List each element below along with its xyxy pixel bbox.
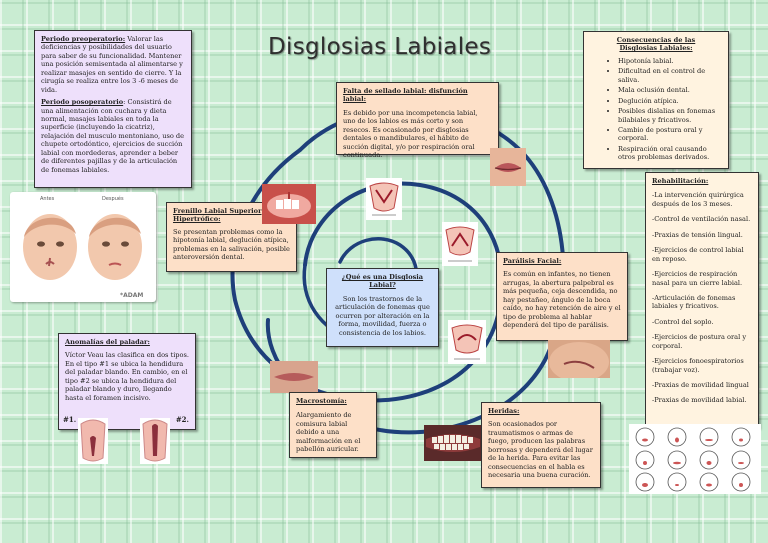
rehab-item: -Ejercicios de postura oral y corporal. bbox=[652, 333, 747, 350]
consecuencia-item: Respiración oral causando otros problema… bbox=[618, 145, 722, 162]
facial-paralysis-image bbox=[548, 340, 610, 378]
baby-before-after-image: Antes Después *ADAM bbox=[10, 192, 156, 302]
teeth-wound-image bbox=[424, 425, 482, 461]
rehab-item: -Praxias de movilidad lingual bbox=[652, 381, 749, 389]
postop-heading: Periodo posoperatorio bbox=[41, 98, 124, 107]
consecuencias-list: Hipotonía labial. Dificultad en el contr… bbox=[590, 57, 722, 162]
paralisis-text: Es común en infantes, no tienen arrugas,… bbox=[503, 270, 621, 330]
lips-image bbox=[490, 148, 526, 186]
rehab-item: -La intervención quirúrgica después de l… bbox=[652, 191, 744, 208]
preop-heading: Periodo preoperatorio: bbox=[41, 35, 126, 43]
macrostomia-heading: Macrostomía: bbox=[296, 397, 347, 405]
rehabilitacion-heading: Rehabilitación: bbox=[652, 177, 709, 185]
postop-paragraph: Periodo posoperatorio: Consistirá de una… bbox=[41, 98, 185, 174]
que-es-box: ¿Qué es una Disglosia Labial? Son los tr… bbox=[326, 268, 439, 347]
que-es-text: Son los trastornos de la articulación de… bbox=[335, 294, 430, 337]
postop-text: : Consistirá de una alimentación con cuc… bbox=[41, 98, 185, 174]
baby-face-before bbox=[23, 214, 77, 280]
macrostomia-image bbox=[270, 361, 318, 393]
palate-type-1-label: #1. bbox=[63, 415, 77, 425]
preop-paragraph: Periodo preoperatorio: Valorar las defic… bbox=[41, 35, 185, 94]
paralisis-heading: Parálisis Facial: bbox=[503, 257, 562, 265]
rehab-item: -Control del soplo. bbox=[652, 317, 714, 326]
que-es-heading: ¿Qué es una Disglosia Labial? bbox=[341, 273, 424, 290]
consecuencia-item: Posibles dislalias en fonemas bilabiales… bbox=[618, 107, 722, 124]
consecuencia-item: Hipotonía labial. bbox=[618, 57, 722, 65]
page-title: Disglosias Labiales bbox=[268, 34, 492, 60]
heridas-text: Son ocasionados por traumatismos o armas… bbox=[488, 420, 593, 480]
palate-type-2-label: #2. bbox=[175, 415, 189, 425]
frenillo-mouth-image bbox=[262, 184, 316, 224]
preop-postop-box: Periodo preoperatorio: Valorar las defic… bbox=[34, 30, 192, 188]
falta-heading: Falta de sellado labial: disfunción labi… bbox=[343, 87, 468, 104]
adam-logo: *ADAM bbox=[120, 292, 144, 299]
rehabilitacion-box: Rehabilitación: -La intervención quirúrg… bbox=[645, 172, 759, 428]
macrostomia-box: Macrostomía: Alargamiento de comisura la… bbox=[289, 392, 377, 458]
cleft-diagram-2 bbox=[442, 222, 478, 266]
after-label: Después bbox=[102, 196, 124, 202]
exercise-faces-image bbox=[629, 424, 761, 494]
frenillo-text: Se presentan problemas como la hipotonía… bbox=[173, 227, 290, 262]
frenillo-heading: Frenillo Labial Superior Hipertrófico: bbox=[173, 207, 262, 224]
rehab-item: -Praxias de movilidad labial. bbox=[652, 396, 747, 405]
consecuencia-item: Mala oclusión dental. bbox=[618, 86, 722, 94]
anomalias-text: Víctor Veau las clasifica en dos tipos. … bbox=[65, 351, 189, 402]
rehab-item: -Control de ventilación nasal. bbox=[652, 215, 751, 224]
falta-text: Es debido por una incompetencia labial, … bbox=[343, 108, 478, 160]
consecuencia-item: Dificultad en el control de saliva. bbox=[618, 67, 722, 84]
rehab-item: -Ejercicios de respiración nasal para un… bbox=[652, 270, 743, 287]
cleft-diagram-3 bbox=[448, 320, 486, 364]
rehab-item: -Ejercicios fonoespiratorios (trabajar v… bbox=[652, 357, 744, 374]
consecuencias-box: Consecuencias de las Disglosias Labiales… bbox=[583, 31, 729, 169]
baby-face-after bbox=[88, 214, 142, 280]
macrostomia-text: Alargamiento de comisura labial debido a… bbox=[296, 411, 361, 454]
heridas-box: Heridas: Son ocasionados por traumatismo… bbox=[481, 402, 601, 488]
rehab-item: -Praxias de tensión lingual. bbox=[652, 230, 743, 239]
palate-type-1-image bbox=[78, 418, 108, 464]
consecuencia-item: Deglución atípica. bbox=[618, 97, 722, 105]
before-label: Antes bbox=[40, 196, 55, 202]
anomalias-paladar-box: Anomalías del paladar: Víctor Veau las c… bbox=[58, 333, 196, 430]
palate-type-2-image bbox=[140, 418, 170, 464]
anomalias-heading: Anomalías del paladar: bbox=[65, 338, 150, 346]
consecuencias-heading: Consecuencias de las Disglosias Labiales… bbox=[616, 36, 696, 53]
cleft-diagram-1 bbox=[366, 178, 402, 220]
rehab-item: -Ejercicios de control labial en reposo. bbox=[652, 246, 744, 263]
rehab-item: -Articulación de fonemas labiales y fric… bbox=[652, 293, 736, 311]
paralisis-box: Parálisis Facial: Es común en infantes, … bbox=[496, 252, 628, 341]
heridas-heading: Heridas: bbox=[488, 407, 520, 415]
preop-text: Valorar las deficiencias y posibilidades… bbox=[41, 35, 183, 94]
consecuencia-item: Cambio de postura oral y corporal. bbox=[618, 126, 722, 143]
falta-sellado-box: Falta de sellado labial: disfunción labi… bbox=[336, 82, 499, 159]
